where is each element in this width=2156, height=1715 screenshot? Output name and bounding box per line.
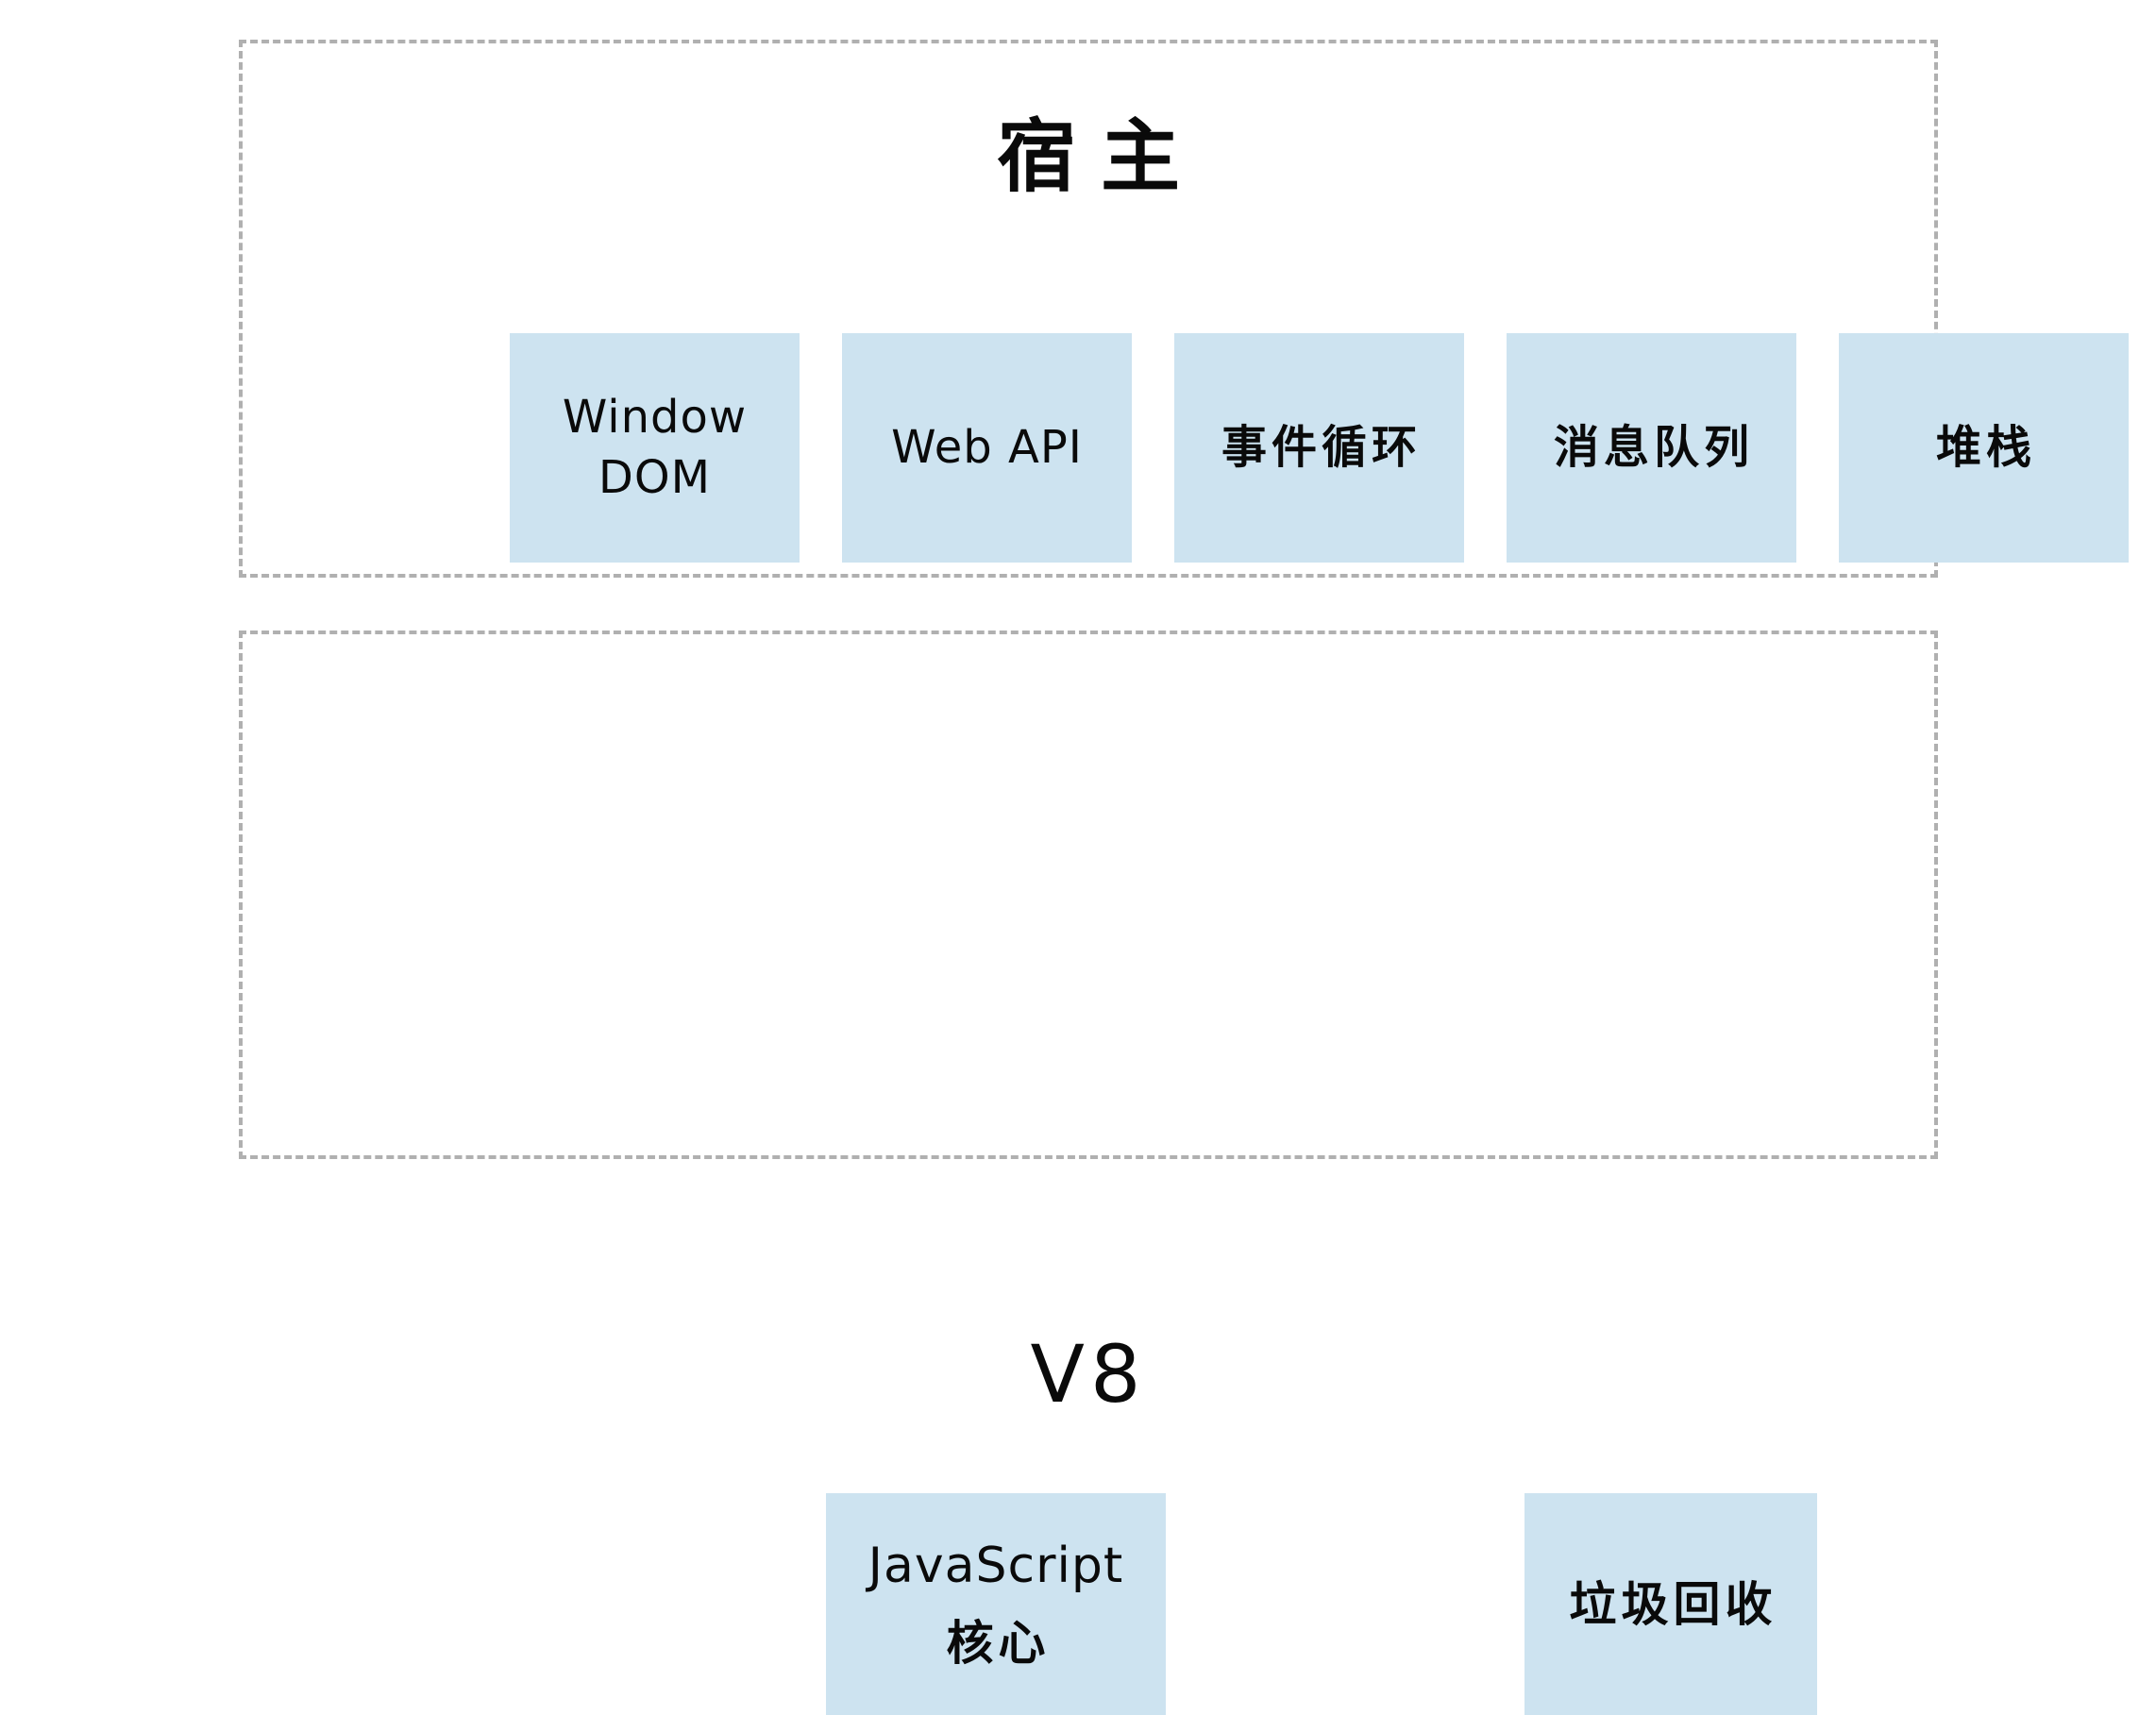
box-web-api-label: Web API: [891, 420, 1083, 474]
box-window-dom-line1: Window: [562, 391, 748, 445]
box-message-queue-label: 消息队列: [1553, 420, 1754, 474]
box-event-loop[interactable]: 事件循环: [1174, 333, 1464, 563]
box-javascript-core-line2: 核心: [946, 1615, 1051, 1671]
box-garbage-collection-label: 垃圾回收: [1569, 1576, 1777, 1632]
diagram-canvas: 宿主 Window DOM Web API 事件循环 消息队列 堆栈 V8 Ja…: [239, 40, 2129, 1715]
box-web-api[interactable]: Web API: [842, 333, 1132, 563]
section-v8-title: V8: [1030, 1328, 1147, 1421]
box-stack[interactable]: 堆栈: [1839, 333, 2129, 563]
box-javascript-core-line1: JavaScript: [867, 1538, 1124, 1595]
box-event-loop-label: 事件循环: [1221, 420, 1422, 474]
box-javascript-core[interactable]: JavaScript 核心: [826, 1493, 1166, 1715]
section-host-container: 宿主 Window DOM Web API 事件循环 消息队列 堆栈: [239, 40, 2129, 578]
box-garbage-collection[interactable]: 垃圾回收: [1524, 1493, 1817, 1715]
section-v8-container: V8 JavaScript 核心 垃圾回收: [239, 631, 1938, 1715]
section-host-title: 宿主: [996, 110, 1204, 203]
box-window-dom[interactable]: Window DOM: [510, 333, 800, 563]
box-message-queue[interactable]: 消息队列: [1507, 333, 1796, 563]
box-window-dom-line2: DOM: [598, 450, 712, 504]
box-stack-label: 堆栈: [1935, 420, 2036, 474]
